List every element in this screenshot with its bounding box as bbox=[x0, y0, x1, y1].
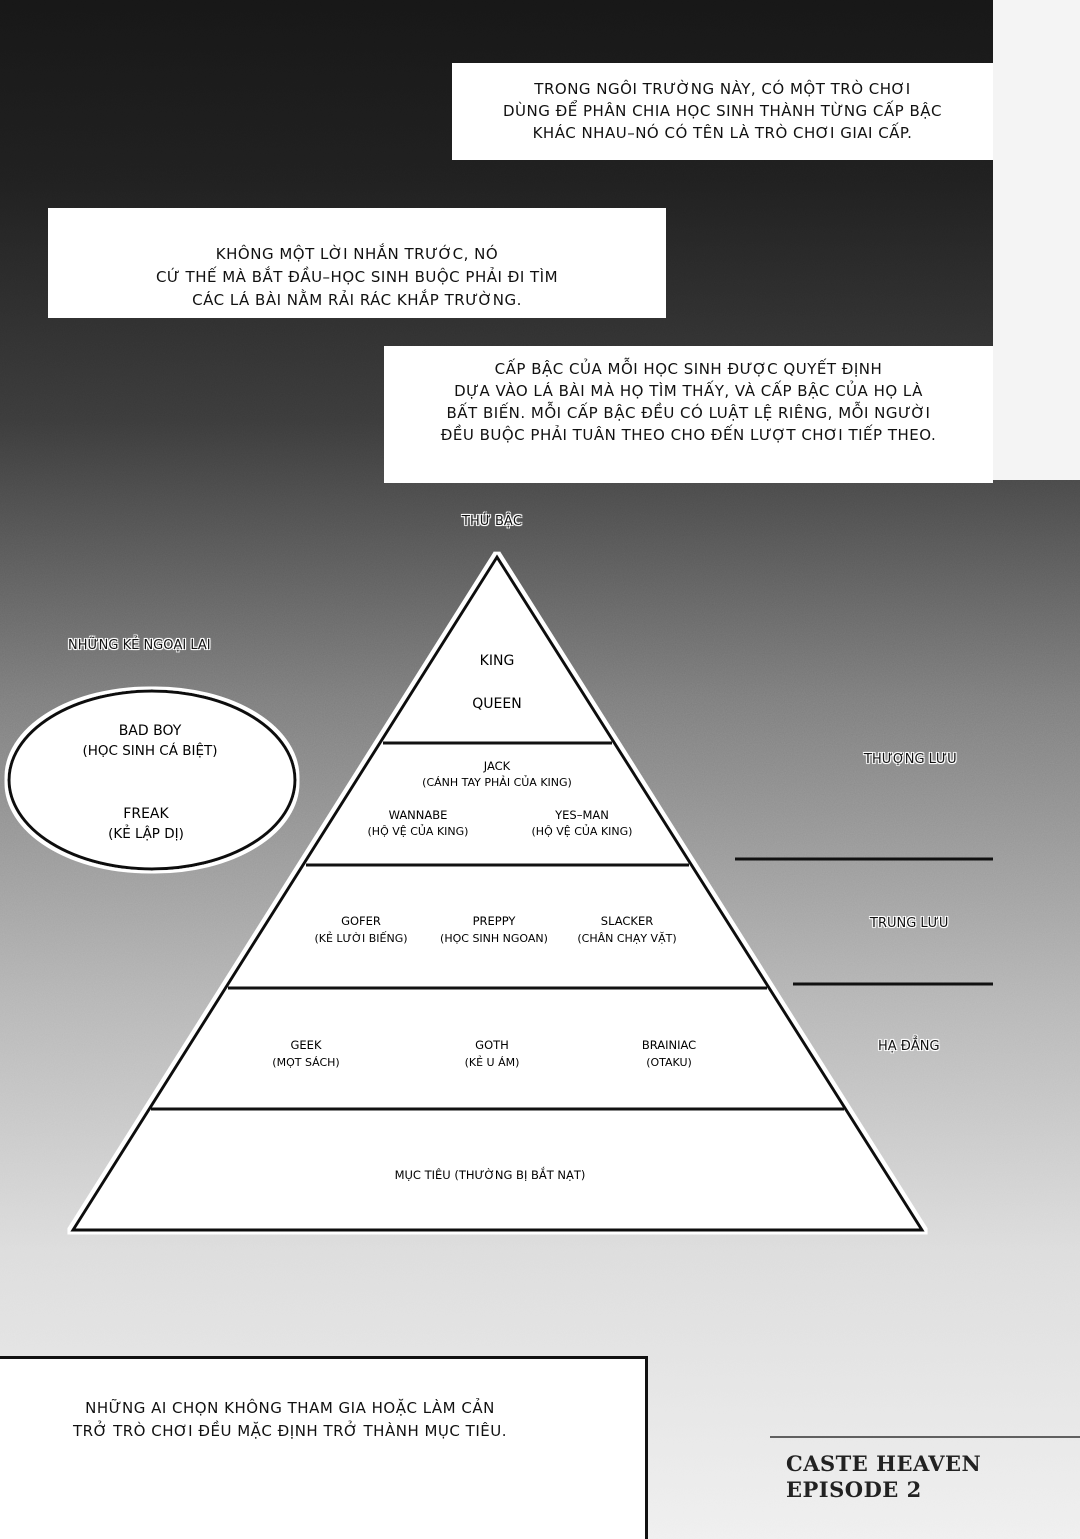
caption-box-second bbox=[48, 208, 666, 318]
role-goth-desc: (KẺ U ÁM) bbox=[465, 1055, 520, 1069]
caption-bottom-line: NHỮNG AI CHỌN KHÔNG THAM GIA HOẶC LÀM CẢ… bbox=[85, 1399, 495, 1417]
role-king: KING bbox=[480, 653, 515, 669]
role-jack-desc: (CÁNH TAY PHẢI CỦA KING) bbox=[422, 775, 572, 789]
role-brainiac-desc: (OTAKU) bbox=[646, 1056, 692, 1069]
caption-top-line: DÙNG ĐỂ PHÂN CHIA HỌC SINH THÀNH TỪNG CẤ… bbox=[502, 102, 943, 120]
outsider-freak-desc: (KẺ LẬP DỊ) bbox=[108, 824, 184, 842]
role-wannabe: WANNABE bbox=[389, 808, 448, 822]
caption-box-top bbox=[452, 63, 993, 160]
outsider-bad-boy-desc: (HỌC SINH CÁ BIỆT) bbox=[82, 741, 217, 759]
role-goth: GOTH bbox=[475, 1038, 509, 1052]
caption-second-line: CỨ THẾ MÀ BẮT ĐẦU–HỌC SINH BUỘC PHẢI ĐI … bbox=[155, 268, 559, 286]
class-label-lower: HẠ ĐẲNG bbox=[878, 1039, 940, 1054]
caption-box-third bbox=[384, 346, 993, 483]
class-label-upper: THƯỢNG LƯU bbox=[864, 752, 957, 767]
outsider-bad-boy: BAD BOY bbox=[119, 723, 182, 739]
role-wannabe-desc: (HỘ VỆ CỦA KING) bbox=[368, 824, 469, 838]
caption-third-line: CẤP BẬC CỦA MỖI HỌC SINH ĐƯỢC QUYẾT ĐỊNH bbox=[494, 360, 883, 378]
caption-second-line: KHÔNG MỘT LỜI NHẮN TRƯỚC, NÓ bbox=[215, 245, 499, 263]
class-label-middle: TRUNG LƯU bbox=[870, 916, 949, 931]
role-target: MỤC TIÊU (THƯỜNG BỊ BẮT NẠT) bbox=[395, 1166, 586, 1182]
role-gofer: GOFER bbox=[341, 914, 381, 928]
series-title: CASTE HEAVEN bbox=[786, 1451, 982, 1476]
role-slacker: SLACKER bbox=[601, 914, 653, 928]
caption-top-line: KHÁC NHAU–NÓ CÓ TÊN LÀ TRÒ CHƠI GIAI CẤP… bbox=[532, 124, 913, 142]
role-preppy: PREPPY bbox=[473, 914, 517, 928]
diagram-title: THỨ BẬC bbox=[462, 514, 522, 529]
role-queen: QUEEN bbox=[472, 696, 521, 712]
caption-second-line: CÁC LÁ BÀI NẰM RẢI RÁC KHẮP TRƯỜNG. bbox=[192, 291, 522, 309]
right-margin bbox=[993, 0, 1080, 480]
caption-third-line: DỰA VÀO LÁ BÀI MÀ HỌ TÌM THẤY, VÀ CẤP BẬ… bbox=[454, 382, 923, 400]
role-geek: GEEK bbox=[291, 1038, 322, 1052]
caption-third-line: BẤT BIẾN. MỖI CẤP BẬC ĐỀU CÓ LUẬT LỆ RIÊ… bbox=[446, 404, 931, 422]
pyramid-outline bbox=[70, 554, 925, 1232]
caption-box-bottom bbox=[0, 1356, 648, 1539]
outsiders-ellipse bbox=[7, 689, 297, 871]
role-gofer-desc: (KẺ LƯỜI BIẾNG) bbox=[314, 931, 407, 945]
caption-top-line: TRONG NGÔI TRƯỜNG NÀY, CÓ MỘT TRÒ CHƠI bbox=[534, 80, 911, 98]
role-jack: JACK bbox=[483, 759, 511, 773]
role-yes-man: YES–MAN bbox=[554, 808, 609, 822]
role-geek-desc: (MỌT SÁCH) bbox=[272, 1056, 339, 1069]
caption-bottom-line: TRỞ TRÒ CHƠI ĐỀU MẶC ĐỊNH TRỞ THÀNH MỤC … bbox=[73, 1422, 507, 1440]
caption-third-line: ĐỀU BUỘC PHẢI TUÂN THEO CHO ĐẾN LƯỢT CHƠ… bbox=[440, 426, 937, 444]
role-yes-man-desc: (HỘ VỆ CỦA KING) bbox=[532, 824, 633, 838]
role-brainiac: BRAINIAC bbox=[642, 1038, 696, 1052]
outsider-freak: FREAK bbox=[123, 806, 169, 822]
episode-label: EPISODE 2 bbox=[786, 1477, 922, 1502]
role-preppy-desc: (HỌC SINH NGOAN) bbox=[440, 932, 548, 945]
outsiders-title: NHỮNG KẺ NGOẠI LAI bbox=[68, 638, 211, 653]
role-slacker-desc: (CHÂN CHẠY VẶT) bbox=[577, 932, 676, 945]
